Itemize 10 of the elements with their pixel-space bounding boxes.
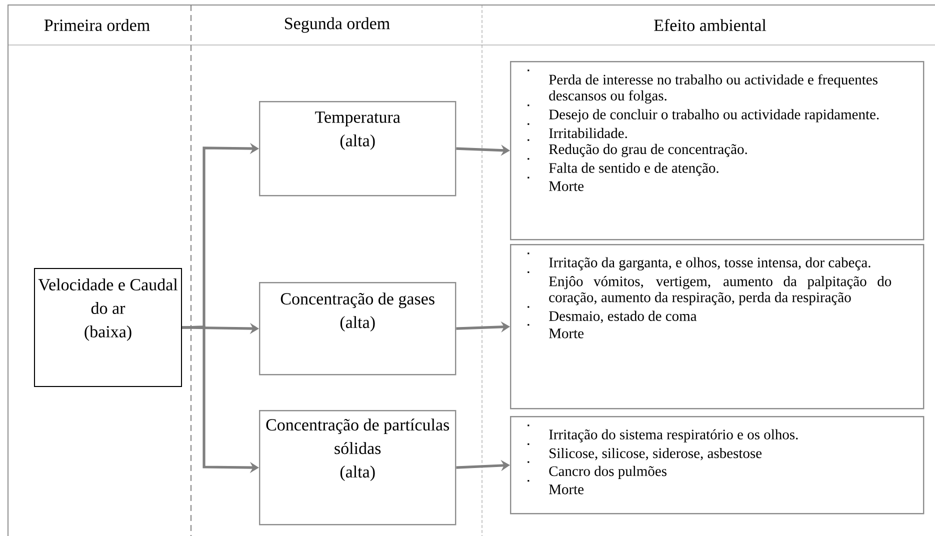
column-header: Primeira ordem [44, 19, 150, 31]
cause-box: Velocidade e Caudal do ar (baixa) [34, 268, 182, 387]
effect-list-box: Irritação da garganta, e olhos, tosse intensa, dor cabeça. Enjôo vómitos, vertigem, aumento da palpitação do coração, aumento da respiração, perda da respiração Desmaio, estado de coma Morte [510, 244, 924, 410]
effect-list-box: Perda de interesse no trabalho ou actividade e frequentes descansos ou folgas. Desejo de concluir o trabalho ou actividade rapidamente. Irritabilidade. Redução do grau de concentração. Falta de sentido e de atenção. Morte [510, 61, 924, 240]
column-header: Segunda ordem [285, 17, 390, 33]
column-header: Efeito ambiental [654, 18, 766, 32]
factor-box: Concentração de partículas sólidas (alta) [259, 410, 456, 526]
factor-box: Concentração de gases (alta) [259, 282, 456, 376]
effect-list-box: Irritação do sistema respiratório e os olhos. Silicose, silicose, siderose, asbestose Cancro dos pulmões Morte [510, 416, 924, 514]
factor-box: Temperatura (alta) [259, 101, 456, 196]
